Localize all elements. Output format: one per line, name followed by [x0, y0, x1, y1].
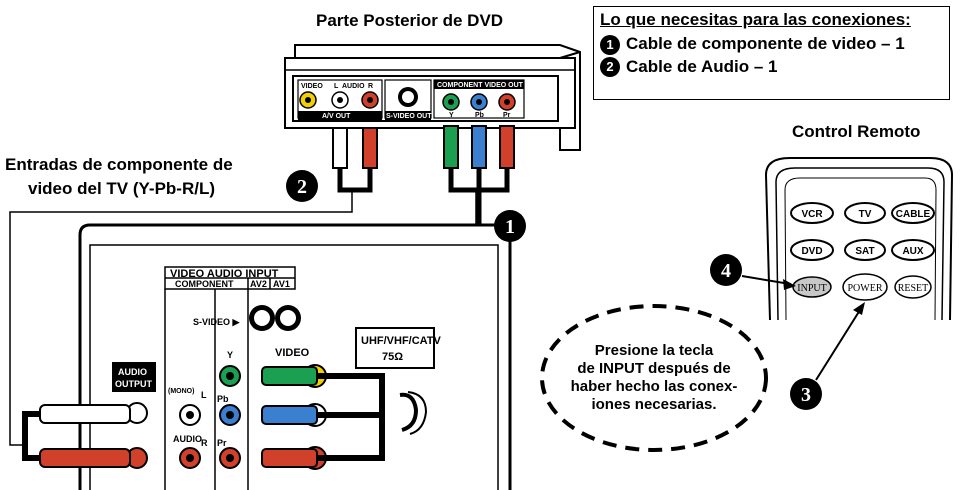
arrows: [741, 275, 865, 381]
dvd-y-label: Y: [449, 112, 454, 119]
remote-button-row3: INPUT POWER RESET: [792, 273, 932, 301]
step-three-marker: 3: [790, 378, 822, 410]
callout-line3: haber hecho las conex-: [571, 378, 738, 395]
tv-inputs-title-line1: Entradas de componente de: [5, 155, 233, 174]
tv-audio-output-line2: OUTPUT: [115, 379, 153, 389]
dvd-l-label: L: [334, 83, 339, 90]
tv-y-label: Y: [227, 350, 233, 360]
dvd-r-label: R: [368, 83, 373, 90]
svg-text:DVD: DVD: [801, 246, 822, 257]
dvd-pb-label: Pb: [475, 112, 484, 119]
callout-bubble: Presione la tecla de INPUT después de ha…: [540, 304, 768, 452]
remote-title: Control Remoto: [792, 122, 920, 141]
dvd-button[interactable]: DVD: [790, 239, 834, 261]
svg-text:CABLE: CABLE: [896, 209, 931, 220]
input-button[interactable]: INPUT: [792, 276, 832, 298]
tv-component-label: COMPONENT: [175, 279, 234, 289]
svg-text:POWER: POWER: [848, 283, 883, 294]
step-one-marker: 1: [494, 210, 526, 242]
tv-av1-label: AV1: [273, 279, 290, 289]
dvd-plugs: [332, 125, 515, 169]
legend-item-2: 2 Cable de Audio – 1: [600, 57, 943, 78]
tv-pb-label: Pb: [217, 394, 229, 404]
svg-text:RESET: RESET: [898, 283, 929, 294]
legend-text-2: Cable de Audio – 1: [626, 56, 778, 76]
reset-button[interactable]: RESET: [894, 275, 932, 299]
svg-text:SAT: SAT: [855, 246, 874, 257]
sat-button[interactable]: SAT: [844, 239, 886, 261]
tv-panel-header: VIDEO AUDIO INPUT: [170, 268, 279, 280]
tv-plugs: [22, 366, 385, 468]
svg-text:AUX: AUX: [902, 246, 923, 257]
callout-line1: Presione la tecla: [595, 342, 714, 359]
tv-uhf-line1: UHF/VHF/CATV: [361, 335, 442, 347]
cable-button[interactable]: CABLE: [891, 202, 935, 224]
cables: [337, 168, 510, 230]
tv-video-label: VIDEO: [275, 347, 310, 359]
dvd-title: Parte Posterior de DVD: [316, 11, 503, 30]
tv-audio-output-line1: AUDIO: [118, 367, 147, 377]
tv-uhf-line2: 75Ω: [382, 351, 403, 363]
remote-button-row1: VCR TV CABLE: [790, 202, 935, 224]
callout-line4: iones necesarias.: [591, 396, 716, 413]
vcr-button[interactable]: VCR: [790, 202, 834, 224]
legend-heading: Lo que necesitas para las conexiones:: [600, 10, 911, 29]
tv-svideo-label: S-VIDEO ▶: [193, 317, 241, 327]
tv-av2-label: AV2: [250, 279, 267, 289]
tv-audio-output-box: [112, 362, 156, 392]
callout-line2: de INPUT después de: [577, 360, 730, 377]
svg-text:1: 1: [505, 216, 515, 238]
dvd-audio-label: AUDIO: [342, 83, 365, 90]
dvd-video-label: VIDEO: [301, 83, 323, 90]
legend-item-1: 1 Cable de componente de video – 1: [600, 34, 943, 55]
tv-uhf-box: [355, 327, 435, 369]
tv-audio-label: AUDIO: [173, 434, 202, 444]
svg-text:2: 2: [297, 176, 307, 198]
dvd-pr-label: Pr: [503, 112, 511, 119]
tv-inputs-title-line2: video del TV (Y-Pb-R/L): [28, 179, 215, 198]
remote-button-row2: DVD SAT AUX: [790, 239, 935, 261]
step-two-marker: 2: [286, 170, 318, 202]
dvd-av-out-label: A/V OUT: [322, 113, 351, 120]
svg-text:INPUT: INPUT: [797, 283, 826, 294]
aux-button[interactable]: AUX: [891, 239, 935, 261]
step-four-marker: 4: [710, 254, 742, 286]
dvd-player: VIDEO L AUDIO R A/V OUT S-VIDEO OUT COMP…: [284, 44, 581, 151]
tv-r-label: R: [201, 438, 208, 448]
power-button[interactable]: POWER: [842, 273, 888, 301]
svg-text:3: 3: [801, 384, 811, 406]
svg-text:TV: TV: [859, 209, 872, 220]
legend-num-2: 2: [600, 57, 620, 78]
tv-mono-label: (MONO): [168, 388, 194, 395]
svg-text:VCR: VCR: [801, 209, 823, 220]
dvd-svideo-out-label: S-VIDEO OUT: [386, 113, 432, 120]
tv-l-label: L: [201, 390, 207, 400]
tv-button[interactable]: TV: [844, 202, 886, 224]
legend-text-1: Cable de componente de video – 1: [626, 34, 905, 53]
dvd-component-out-label: COMPONENT VIDEO OUT: [437, 82, 524, 89]
legend-num-1: 1: [600, 34, 620, 55]
svg-text:4: 4: [721, 260, 731, 282]
tv-pr-label: Pr: [217, 438, 227, 448]
